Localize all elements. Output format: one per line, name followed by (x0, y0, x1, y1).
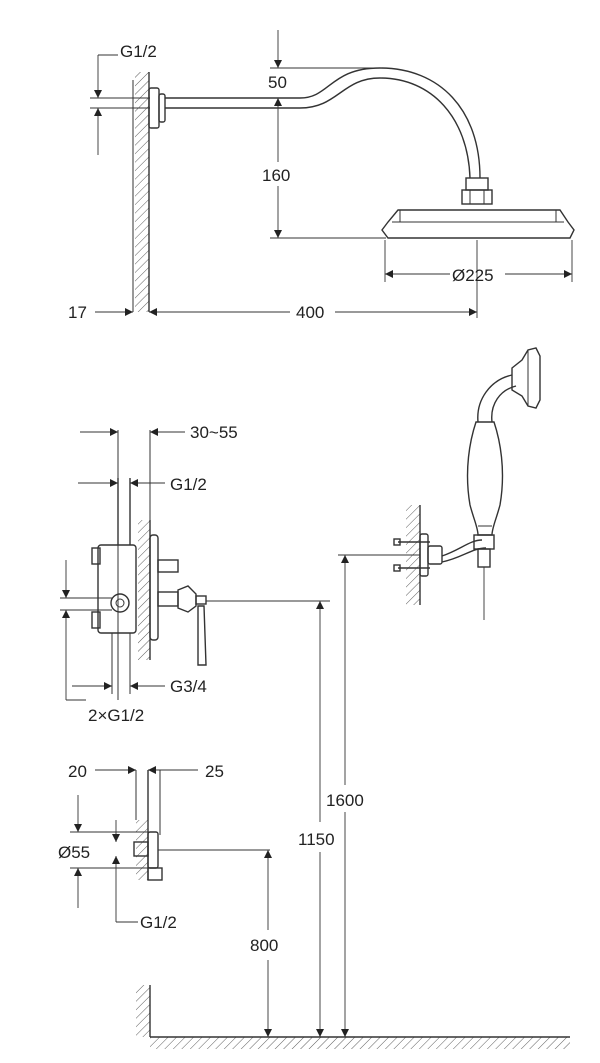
valve-port-arrow (62, 590, 70, 598)
valve-port-bottom (91, 611, 101, 629)
head-dia-arrow-2 (564, 270, 572, 278)
valve-depth-arrow-2 (150, 428, 158, 436)
height-dimensions: 800 1150 1600 (136, 555, 570, 1049)
arm-drop-label: 50 (268, 73, 287, 92)
valve-port-center-inner (115, 598, 125, 608)
arm-length-label: 400 (296, 303, 324, 322)
valve-inlet-arrow (104, 682, 112, 690)
top-inlet-arrow (94, 90, 102, 98)
valve-inlet-arrow-2 (130, 682, 138, 690)
floor-hatch-bottom (150, 1037, 570, 1049)
valve-diverter-stem (157, 559, 179, 573)
outlet-elbow (147, 867, 163, 881)
valve-cartridge (157, 591, 179, 607)
arm-length-arrow (149, 308, 157, 316)
wall-outlet-view: 20 25 Ø55 G1/2 (58, 762, 270, 932)
arm-drop-arrow (274, 60, 282, 68)
holder-anchor-bottom (393, 564, 401, 572)
outlet-left-label: 20 (68, 762, 87, 781)
outlet-left-arrow (128, 766, 136, 774)
outlet-height-arrow (264, 850, 272, 858)
hand-shower-head (511, 347, 541, 409)
wall-offset-arrow (125, 308, 133, 316)
head-nut (461, 189, 493, 205)
outlet-right-arrow (148, 766, 156, 774)
valve-port-center (110, 593, 130, 613)
valve-body (97, 544, 137, 634)
arm-length-arrow-2 (469, 308, 477, 316)
hand-shower-hose-2 (441, 547, 487, 563)
holder-flange (419, 533, 429, 577)
valve-outlet-arrow (110, 479, 118, 487)
holder-elbow (427, 545, 443, 565)
valve-handle-hub (195, 595, 207, 605)
hand-shower-connector (477, 548, 491, 568)
arm-height-label: 160 (262, 166, 290, 185)
wall-hatch-valve (138, 520, 150, 660)
outlet-flange (147, 831, 159, 869)
shower-head (381, 209, 575, 239)
arm-wall-flange (148, 87, 160, 129)
hand-shower-neck (477, 374, 513, 423)
arm-height-arrow (274, 230, 282, 238)
valve-handle-base (177, 585, 197, 613)
holder-height-arrow-2 (341, 1029, 349, 1037)
holder-height-arrow (341, 555, 349, 563)
valve-cover-plate (149, 534, 159, 641)
head-connector (465, 177, 489, 191)
hand-shower-hose (441, 539, 483, 557)
valve-port-top (91, 547, 101, 565)
valve-handle[interactable] (197, 605, 207, 666)
wall-offset-label: 17 (68, 303, 87, 322)
valve-depth-label: 30~55 (190, 423, 238, 442)
shower-arm-pipe-inner (165, 77, 471, 179)
head-diameter-label: Ø225 (452, 266, 494, 285)
top-inlet-arrow-2 (94, 108, 102, 116)
valve-connections-label: 2×G1/2 (88, 706, 144, 725)
arm-flange-collar (158, 93, 166, 123)
valve-depth-arrow (110, 428, 118, 436)
outlet-thread-body (133, 841, 149, 857)
outlet-right-label: 25 (205, 762, 224, 781)
shower-arm-view: G1/2 50 160 Ø225 17 400 (68, 30, 575, 322)
valve-inlet-label: G3/4 (170, 677, 207, 696)
hand-shower-handle[interactable] (466, 421, 504, 536)
valve-view: 30~55 G1/2 G3/4 2×G1/2 (60, 423, 330, 725)
valve-height-label: 1150 (298, 830, 335, 849)
valve-port-arrow-2 (62, 610, 70, 618)
holder-height-label: 1600 (326, 791, 364, 810)
outlet-thread-label: G1/2 (140, 913, 177, 932)
floor-hatch (136, 985, 150, 1037)
outlet-diameter-label: Ø55 (58, 843, 90, 862)
holder-anchor-top (393, 538, 401, 546)
outlet-dia-arrow (74, 824, 82, 832)
wall-hatch-outlet (136, 820, 148, 880)
valve-height-arrow (316, 601, 324, 609)
outlet-thread-arrow-2 (112, 856, 120, 864)
shower-arm-pipe (165, 67, 481, 179)
valve-outlet-arrow-2 (130, 479, 138, 487)
outlet-height-arrow-2 (264, 1029, 272, 1037)
outlet-thread-arrow (112, 834, 120, 842)
top-inlet-label: G1/2 (120, 42, 157, 61)
valve-outlet-label: G1/2 (170, 475, 207, 494)
arm-drop-arrow-2 (274, 98, 282, 106)
arm-height-mask (262, 162, 296, 186)
head-dia-arrow (385, 270, 393, 278)
outlet-dia-arrow-2 (74, 868, 82, 876)
outlet-height-label: 800 (250, 936, 278, 955)
hand-shower-neck-2 (491, 385, 517, 423)
hand-shower-view (338, 347, 541, 620)
valve-height-arrow-2 (316, 1029, 324, 1037)
wall-hatch-top (135, 72, 149, 312)
hand-shower-collar (473, 534, 495, 550)
